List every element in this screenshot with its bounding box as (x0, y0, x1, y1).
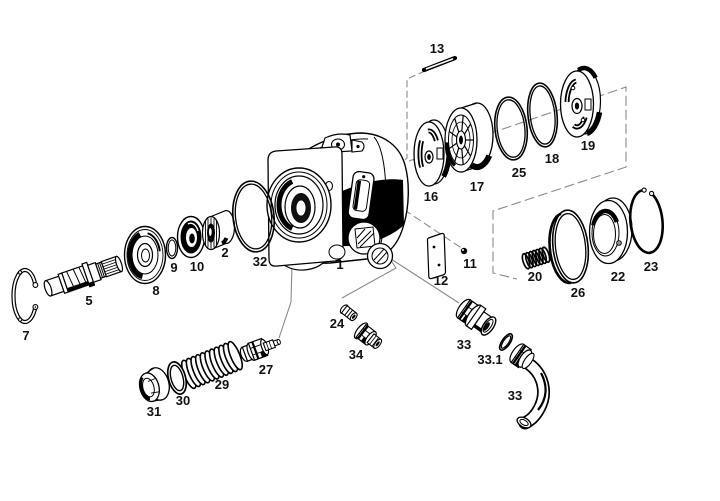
ball-bearing-8 (123, 225, 167, 285)
spring-29 (180, 340, 244, 390)
part-label-19: 19 (581, 138, 595, 153)
part-label-5: 5 (85, 293, 92, 308)
part-label-24: 24 (330, 316, 345, 331)
part-label-34: 34 (349, 347, 364, 362)
part-label-23: 23 (644, 259, 658, 274)
part-label-20: 20 (528, 269, 542, 284)
union-fitting-33 (455, 298, 497, 336)
part-label-33-hose: 33 (508, 388, 522, 403)
part-label-16: 16 (424, 189, 438, 204)
part-label-29: 29 (215, 377, 229, 392)
part-label-9: 9 (170, 260, 177, 275)
part-label-1: 1 (336, 257, 343, 272)
part-label-22: 22 (611, 269, 625, 284)
part-label-2: 2 (221, 245, 228, 260)
ball-11 (460, 247, 468, 255)
cover-22 (588, 197, 633, 265)
circlip-23 (628, 187, 664, 255)
needle-bearing-2 (201, 209, 236, 251)
part-label-11: 11 (463, 256, 477, 271)
part-label-17: 17 (470, 179, 484, 194)
part-label-31: 31 (147, 404, 161, 419)
o-ring-25 (493, 96, 529, 161)
part-label-13: 13 (430, 41, 444, 56)
hose-elbow-33 (509, 343, 550, 430)
o-ring-32 (231, 180, 276, 253)
part-label-27: 27 (259, 362, 273, 377)
hex-plug-31 (138, 367, 170, 403)
shim-ring-9 (165, 236, 179, 260)
valve-plate-12 (426, 232, 447, 280)
part-label-10: 10 (190, 259, 204, 274)
valve-piston-27 (239, 337, 281, 362)
retaining-ring-7 (11, 267, 39, 325)
leader-to-part-27 (278, 262, 293, 339)
fitting-34 (353, 322, 383, 349)
part-label-33-1: 33.1 (477, 352, 502, 367)
part-label-18: 18 (545, 151, 559, 166)
pressure-plate-16 (413, 119, 452, 187)
part-label-7: 7 (22, 328, 29, 343)
o-ring-26 (548, 209, 590, 285)
pump-housing-1 (266, 132, 409, 271)
part-label-12: 12 (434, 273, 448, 288)
part-label-26: 26 (571, 285, 585, 300)
part-label-8: 8 (152, 283, 159, 298)
o-ring-18 (526, 82, 559, 148)
spring-20 (521, 246, 551, 270)
rotor-17 (444, 102, 494, 173)
part-label-30: 30 (176, 393, 190, 408)
seal-ring-10 (176, 215, 206, 259)
drive-shaft-5 (43, 255, 124, 297)
end-plate-19 (559, 65, 603, 138)
o-ring-33-1 (498, 333, 514, 351)
part-label-32: 32 (253, 254, 267, 269)
plug-24 (339, 304, 358, 322)
part-label-33-union: 33 (457, 337, 471, 352)
pin-13 (421, 55, 458, 73)
part-label-25: 25 (512, 165, 526, 180)
leader-to-part-33 (390, 258, 460, 304)
